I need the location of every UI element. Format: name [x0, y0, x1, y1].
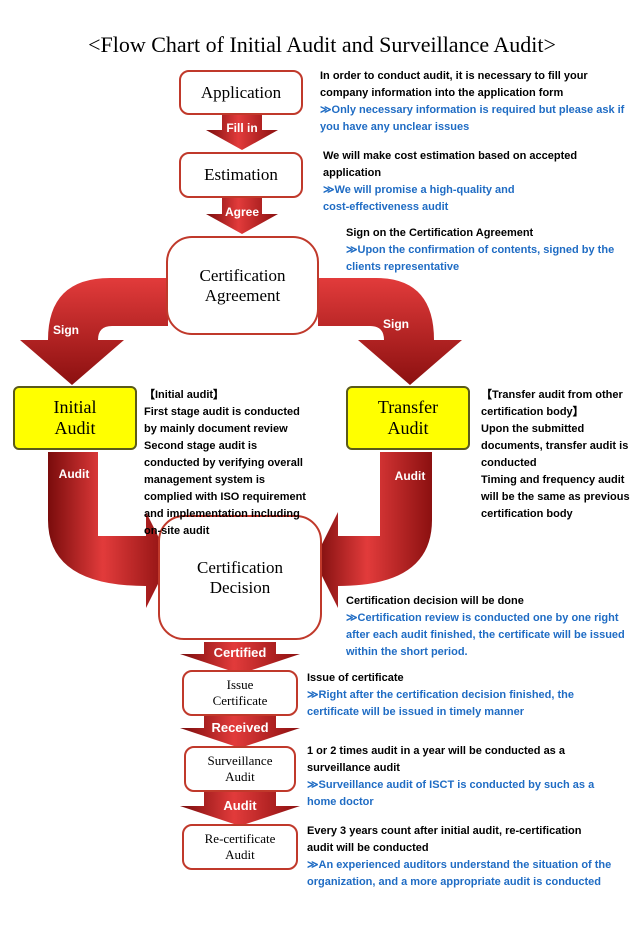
note-agreement-main: Sign on the Certification Agreement [346, 227, 534, 239]
page-title: <Flow Chart of Initial Audit and Surveil… [88, 32, 556, 57]
box-certification-agreement: Certification Agreement [166, 236, 319, 335]
arrow-label-sign-left: Sign [53, 323, 79, 337]
note-agreement: Sign on the Certification Agreement ≫Upo… [346, 225, 628, 276]
note-decision: Certification decision will be done ≫Cer… [346, 593, 634, 661]
arrow-label-certified: Certified [214, 645, 267, 660]
note-recertificate-sub: ≫An experienced auditors understand the … [307, 859, 612, 888]
note-recertificate: Every 3 years count after initial audit,… [307, 823, 612, 891]
arrow-audit-bottom [180, 792, 300, 826]
arrow-label-audit-left: Audit [59, 467, 90, 481]
note-surveillance-main: 1 or 2 times audit in a year will be con… [307, 745, 565, 774]
box-transfer-audit-label: Transfer Audit [377, 397, 439, 438]
box-application: Application [179, 70, 303, 115]
box-recertificate-audit: Re-certificate Audit [182, 824, 298, 870]
box-application-label: Application [200, 82, 282, 102]
box-estimation: Estimation [179, 152, 303, 198]
note-application-main: In order to conduct audit, it is necessa… [320, 70, 588, 99]
note-issue-main: Issue of certificate [307, 672, 404, 684]
arrow-audit-left [48, 452, 170, 608]
arrow-agree [206, 198, 278, 234]
arrow-sign-left [20, 278, 168, 385]
box-initial-audit: Initial Audit [13, 386, 137, 450]
box-issue-certificate: Issue Certificate [182, 670, 298, 716]
box-estimation-label: Estimation [204, 165, 278, 184]
arrow-label-received: Received [211, 720, 268, 735]
arrow-label-sign-right: Sign [383, 317, 409, 331]
note-estimation-sub: ≫We will promise a high-quality and cost… [323, 184, 515, 213]
box-transfer-audit: Transfer Audit [346, 386, 470, 450]
arrow-certified [180, 642, 300, 674]
note-agreement-sub: ≫Upon the confirmation of contents, sign… [346, 244, 615, 273]
arrow-label-audit-right: Audit [395, 469, 426, 483]
arrow-audit-right [314, 452, 432, 608]
box-certification-decision-label: Certification Decision [197, 557, 283, 597]
box-surveillance-audit: Surveillance Audit [184, 746, 296, 792]
note-recertificate-main: Every 3 years count after initial audit,… [307, 825, 582, 854]
note-estimation-main: We will make cost estimation based on ac… [323, 150, 578, 179]
note-decision-sub: ≫Certification review is conducted one b… [346, 612, 625, 658]
arrow-sign-right [318, 278, 462, 385]
arrow-label-agree: Agree [225, 205, 259, 219]
note-transfer-audit: 【Transfer audit from other certification… [481, 387, 631, 523]
note-issue: Issue of certificate ≫Right after the ce… [307, 670, 597, 721]
note-decision-main: Certification decision will be done [346, 595, 524, 607]
box-recertificate-audit-label: Re-certificate Audit [204, 831, 276, 862]
note-transfer-audit-main: 【Transfer audit from other certification… [481, 389, 630, 520]
box-surveillance-audit-label: Surveillance Audit [207, 753, 273, 784]
note-application: In order to conduct audit, it is necessa… [320, 68, 632, 136]
box-certification-agreement-label: Certification Agreement [199, 265, 286, 305]
box-issue-certificate-label: Issue Certificate [212, 677, 268, 708]
note-surveillance-sub: ≫Surveillance audit of ISCT is conducted… [307, 779, 595, 808]
arrow-label-fill-in: Fill in [226, 121, 257, 135]
note-initial-audit: 【Initial audit】 First stage audit is con… [144, 387, 312, 540]
note-initial-audit-main: 【Initial audit】 First stage audit is con… [144, 389, 306, 537]
note-surveillance: 1 or 2 times audit in a year will be con… [307, 743, 607, 811]
arrow-received [180, 716, 300, 748]
note-estimation: We will make cost estimation based on ac… [323, 148, 603, 216]
box-certification-decision: Certification Decision [158, 515, 322, 640]
arrow-label-audit-bottom: Audit [223, 798, 257, 813]
box-initial-audit-label: Initial Audit [53, 397, 97, 438]
note-application-sub: ≫Only necessary information is required … [320, 104, 625, 133]
note-issue-sub: ≫Right after the certification decision … [307, 689, 574, 718]
arrow-fill-in [206, 115, 278, 150]
